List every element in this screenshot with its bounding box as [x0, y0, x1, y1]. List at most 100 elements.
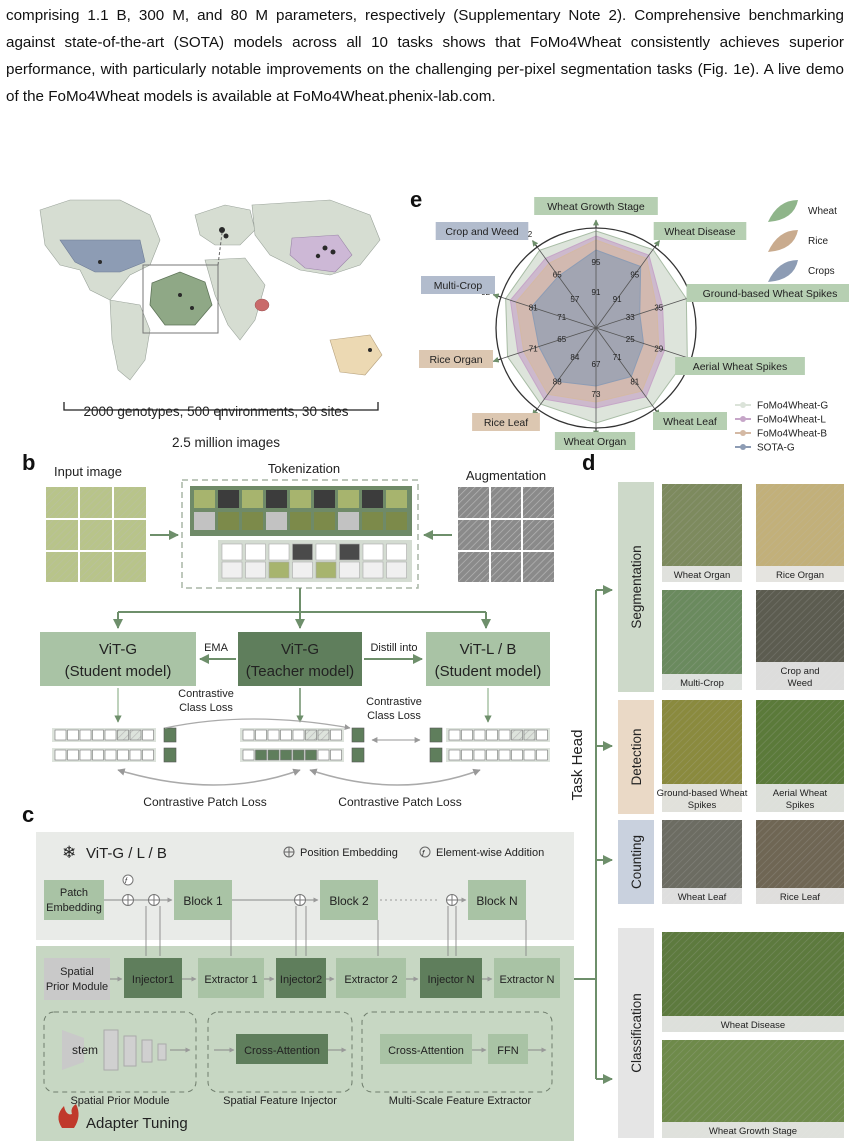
australia-region: [329, 334, 383, 376]
token-tile: [290, 512, 311, 530]
radar-spoke: [500, 296, 597, 329]
panel-label-d: d: [582, 450, 595, 475]
usa-region: [59, 239, 146, 273]
task-category-counting: [618, 820, 654, 904]
example-caption: Ground-based Wheat: [657, 788, 748, 799]
radar-axis-arrow: [532, 240, 539, 248]
patch-token: [142, 749, 154, 761]
radar-axis-label-box: [419, 350, 493, 368]
patch-token: [280, 749, 292, 761]
patch-token: [92, 749, 104, 761]
patch-token: [511, 729, 523, 741]
radar-tick-inner: 71: [613, 353, 622, 362]
legend-domain-rice: Rice: [808, 236, 828, 247]
token-tile: [362, 490, 383, 508]
radar-tick-inner: 65: [557, 335, 566, 344]
patch-token: [461, 749, 473, 761]
task-category-detection: [618, 700, 654, 814]
token-tile: [362, 561, 384, 579]
legend-domain-wheat: Wheat: [808, 206, 837, 217]
patch-token: [473, 749, 486, 761]
position-embedding-legend: Position Embedding: [300, 847, 398, 859]
map-caption-images: 2.5 million images: [172, 435, 280, 450]
teacher-box: [238, 632, 362, 686]
radar-axis-label: Crop and Weed: [445, 226, 519, 238]
radar-axis-arrow: [653, 240, 660, 248]
example-caption: Multi-Crop: [680, 678, 724, 689]
block-n-label: Block N: [476, 894, 517, 908]
token-tile: [292, 561, 313, 579]
cross-attention-2-label: Cross-Attention: [388, 1045, 464, 1057]
paragraph-text: comprising 1.1 B, 300 M, and 80 M parame…: [6, 7, 844, 105]
block-1-box: [174, 880, 232, 920]
patch-token: [67, 749, 79, 761]
token-tile: [315, 543, 337, 561]
radar-spoke: [595, 246, 656, 329]
example-caption-box: [756, 566, 844, 582]
class-loss-1b: Class Loss: [179, 702, 233, 714]
radar-tick-inner: 57: [570, 295, 579, 304]
injector-1-label: Injector1: [132, 974, 174, 986]
patch-token: [129, 749, 142, 761]
example-caption-box: [756, 662, 844, 690]
snowflake-icon: ❄: [62, 843, 76, 862]
radar-axis-label-box: [686, 284, 849, 302]
class-token: [429, 747, 443, 763]
radar-axis-label: Aerial Wheat Spikes: [693, 361, 788, 373]
patch-token: [92, 729, 104, 741]
injector-n-label: Injector N: [427, 974, 474, 986]
patch-token: [448, 749, 461, 761]
wheat-leaf-icon: [768, 200, 798, 222]
stem-shape: [62, 1030, 84, 1070]
f-node-symbol: f: [125, 878, 128, 885]
token-tile: [268, 543, 290, 561]
patch-embedding-label-1: Patch: [60, 887, 88, 899]
token-tile: [338, 512, 359, 530]
rice-leaf-icon: [768, 230, 798, 252]
example-caption: Crop and: [780, 666, 819, 677]
augmentation-label: Augmentation: [466, 468, 546, 483]
radar-tick-inner: 33: [626, 313, 635, 322]
china-region: [289, 234, 353, 273]
patch-token: [54, 749, 67, 761]
radar-axis-label-box: [554, 432, 636, 450]
token-tile: [362, 512, 383, 530]
extractor-n-label: Extractor N: [499, 974, 554, 986]
cross-attention-1-label: Cross-Attention: [244, 1045, 320, 1057]
token-tile: [314, 490, 335, 508]
example-caption: Rice Leaf: [780, 892, 820, 903]
patch-token: [536, 729, 548, 741]
radar-axis-label: Wheat Growth Stage: [547, 201, 645, 213]
cross-attention-extractor: [380, 1034, 472, 1064]
example-caption: Aerial Wheat: [773, 788, 828, 799]
sfi-title: Spatial Feature Injector: [223, 1095, 337, 1107]
patch-token: [448, 729, 461, 741]
patch-token: [242, 749, 255, 761]
injector-2-box: [276, 958, 326, 998]
token-tile: [339, 561, 360, 579]
token-tile: [194, 490, 215, 508]
legend-series-name: FoMo4Wheat-B: [757, 429, 827, 440]
class-token: [351, 747, 365, 763]
series-legend: FoMo4Wheat-GFoMo4Wheat-LFoMo4Wheat-BSOTA…: [735, 401, 828, 454]
spm-box: [44, 958, 110, 1000]
patch-token: [305, 749, 317, 761]
adapter-tuning-label: Adapter Tuning: [86, 1115, 188, 1132]
radar-tick-inner: 84: [570, 353, 579, 362]
token-tile: [218, 512, 239, 530]
patch-token: [330, 749, 342, 761]
panel-label-b: b: [22, 450, 35, 475]
task-categories: SegmentationDetectionCountingClassificat…: [618, 482, 654, 1138]
example-image-texture: [662, 932, 844, 1032]
spm-detail-box: [43, 1011, 197, 1093]
token-tile: [245, 543, 266, 561]
patch-token: [292, 749, 305, 761]
patch-token: [67, 729, 79, 741]
class-token: [351, 727, 365, 743]
patch-loss-2: Contrastive Patch Loss: [338, 795, 461, 809]
patch-token: [242, 729, 255, 741]
radar-tick-mid: 95: [592, 258, 601, 267]
patch-token: [292, 729, 305, 741]
task-category-label: Segmentation: [629, 545, 644, 628]
